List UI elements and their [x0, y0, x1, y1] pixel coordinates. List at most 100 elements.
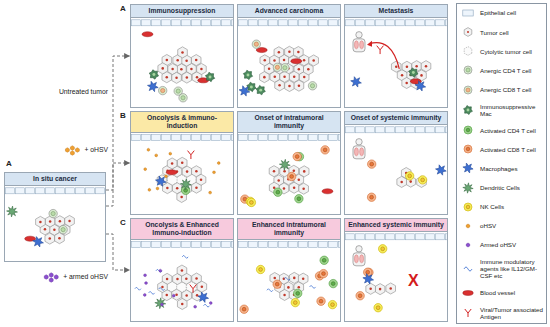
legend-icon: [459, 201, 477, 213]
epithelial-cell: [366, 127, 375, 133]
suppressive-macrophage: [243, 70, 252, 79]
tumor-cell: [177, 157, 187, 168]
epithelial-cell: [386, 234, 395, 240]
epithelial-cell: [192, 135, 201, 141]
tumor-nucleus: [195, 277, 198, 280]
cell-core: [323, 148, 327, 152]
epithelial-cell: [86, 188, 95, 194]
cell-core: [283, 66, 287, 70]
tumor-cell: [294, 80, 304, 91]
epithelial-cell: [416, 234, 425, 240]
epithelial-cell: [289, 242, 298, 248]
epithelial-cell: [132, 242, 141, 248]
tumor-nucleus: [49, 237, 52, 240]
legend-icon: [459, 45, 477, 57]
blood-vessel: [166, 170, 177, 175]
cell-core: [466, 68, 470, 72]
epithelial-cell: [309, 20, 318, 26]
epithelial-cell: [162, 242, 171, 248]
armed-ohsv-particle: [194, 305, 197, 308]
legend-row: Cytolytic tumor cell: [459, 45, 544, 57]
anergic-cd4-cell: [174, 87, 182, 95]
activated-cd8-cell: [273, 280, 281, 288]
dashed-arrow: [106, 163, 130, 206]
legend-icon: [459, 220, 477, 232]
tumor-nucleus: [298, 68, 301, 71]
tumor-cell: [269, 166, 279, 177]
tumor-cell: [55, 233, 65, 244]
cell-core: [176, 89, 180, 93]
legend-icon: [459, 307, 477, 319]
epithelial-cell: [172, 242, 181, 248]
immune-agent: [156, 269, 162, 272]
epithelial-cell: [299, 242, 308, 248]
epithelial-cell: [436, 127, 445, 133]
organ-outline: [356, 32, 362, 38]
epithelial-cell: [366, 234, 375, 240]
stage-panel: Enhanced intratumoral immunity: [237, 218, 341, 322]
panel-letter: A: [6, 160, 12, 169]
immune-agent: [182, 255, 188, 258]
tumor-nucleus: [293, 76, 296, 79]
tumor-nucleus: [303, 59, 306, 62]
epithelial-cell: [406, 234, 415, 240]
tumor-cell: [197, 63, 207, 74]
spread-arrow: [367, 41, 372, 47]
legend-text: Macrophages: [480, 165, 518, 172]
tumor-nucleus: [186, 170, 189, 173]
panel-illustration: [345, 5, 447, 107]
panel-heading: Enhanced intratumoral immunity: [238, 219, 340, 240]
cell-core: [275, 65, 279, 69]
immune-agent: [310, 285, 316, 288]
stage-panel: Oncolysis & Enhanced Immuno-induction: [130, 218, 234, 322]
tumor-cell: [167, 158, 177, 169]
macrophage: [363, 274, 374, 284]
tumor-cell: [304, 64, 314, 75]
epithelial-cell: [232, 135, 234, 141]
tumor-nucleus: [185, 277, 188, 280]
epithelial-cell: [376, 20, 385, 26]
panel-heading: Oncolysis & Enhanced Immuno-induction: [131, 219, 233, 240]
stage-panel: Onset of systemic immunity: [344, 111, 448, 215]
tumor-nucleus: [166, 187, 169, 190]
tumor-cell: [196, 174, 206, 185]
cell-core: [408, 174, 412, 178]
epithelial-cell: [446, 20, 448, 26]
tumor-cell: [274, 47, 284, 58]
tumor-nucleus: [176, 278, 179, 281]
cell-core: [466, 147, 470, 151]
cell-core: [331, 282, 335, 286]
cell-core: [161, 88, 165, 92]
tissue-drawing: [132, 135, 234, 203]
epithelial-cell: [162, 135, 171, 141]
activated-cd8-cell: [464, 145, 472, 153]
activated-cd4-cell: [294, 289, 302, 297]
epithelial-cell: [249, 20, 258, 26]
tumor-cell: [280, 289, 290, 300]
cell-core: [331, 303, 335, 307]
legend-icon: [459, 84, 477, 96]
tumor-nucleus: [273, 170, 276, 173]
tumor-nucleus: [303, 76, 306, 79]
legend-text: Dendritic Cells: [480, 184, 520, 191]
tumor-cell: [375, 284, 385, 295]
tumor-nucleus: [293, 170, 296, 173]
tumor-nucleus: [283, 294, 286, 297]
nk-cell: [464, 203, 472, 211]
activated-cd8-cell: [356, 292, 364, 300]
epithelial-cell: [386, 20, 395, 26]
tumor-nucleus: [395, 65, 398, 68]
ohsv-particle: [148, 188, 151, 191]
anergic-cd4-cell: [59, 225, 67, 233]
tumor-cell: [191, 55, 201, 66]
epithelial-cell: [279, 242, 288, 248]
tumor-nucleus: [405, 82, 408, 85]
lung-shape: [354, 41, 358, 49]
suppressive-macrophage: [256, 85, 265, 94]
tumor-nucleus: [39, 221, 42, 224]
macrophage: [415, 81, 426, 91]
anergic-cd4-cell: [464, 66, 472, 74]
ohsv-particle: [466, 224, 469, 228]
tumor-nucleus: [307, 68, 310, 71]
